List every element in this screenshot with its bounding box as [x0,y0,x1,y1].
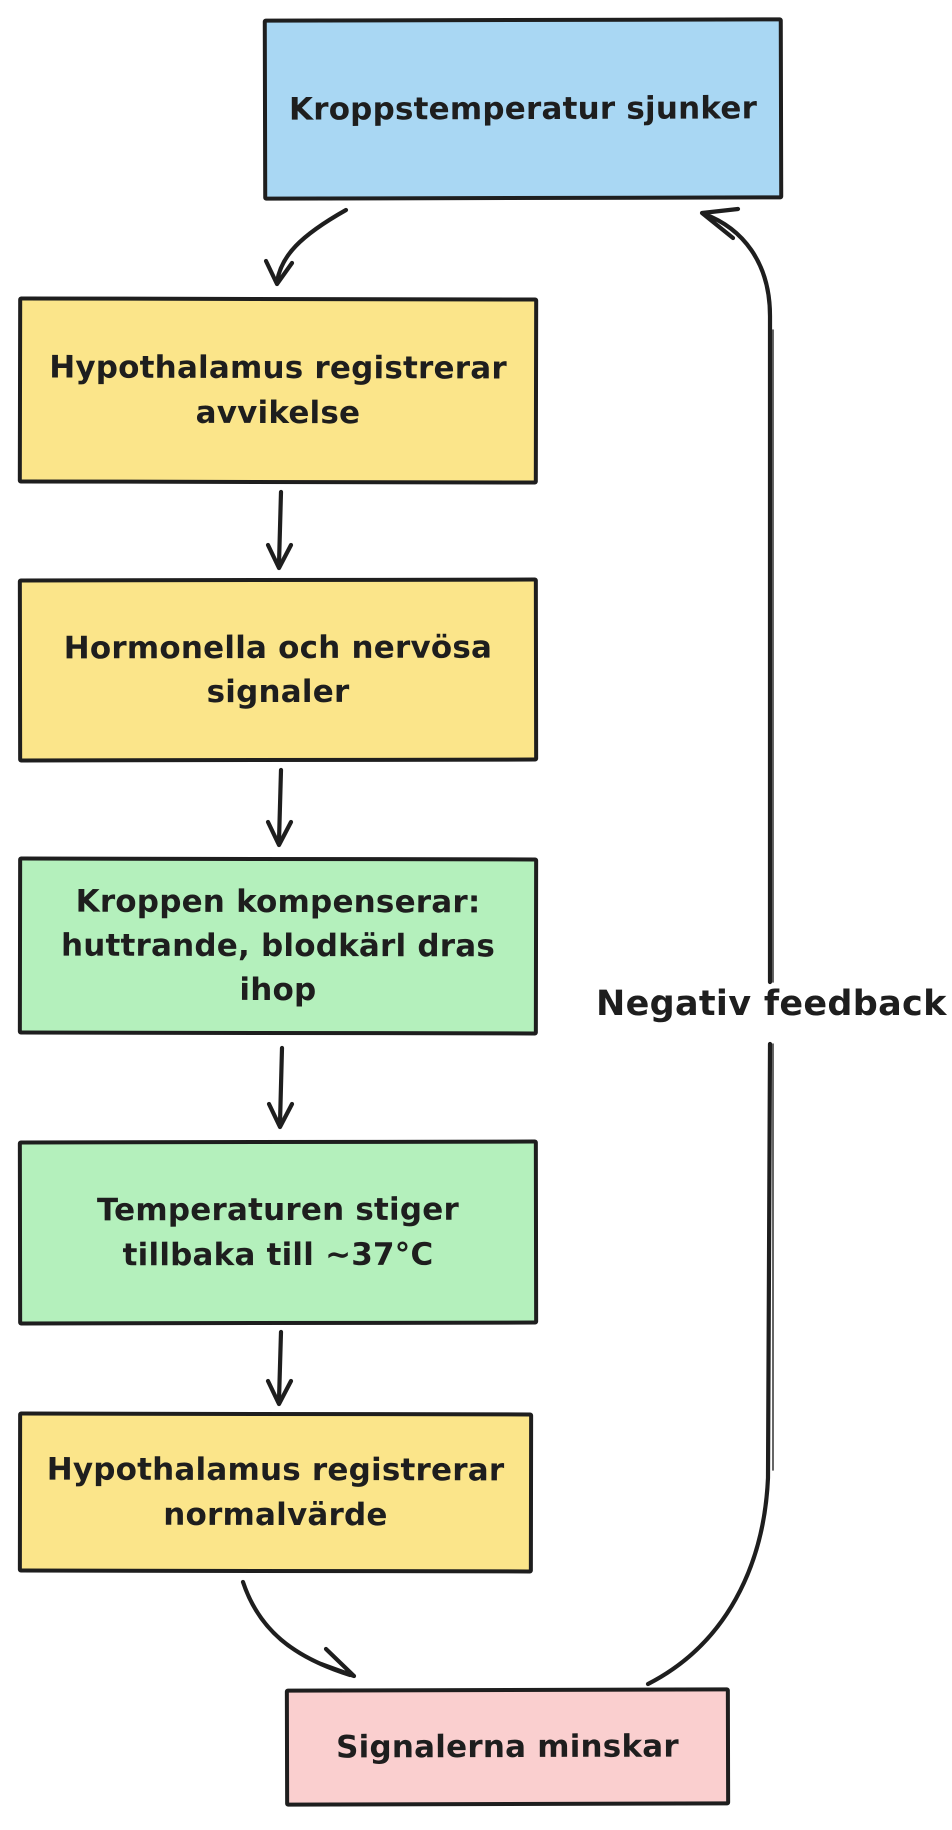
arrow-signaler-to-kompenserar-icon [265,767,294,848]
arrow-avvikelse-to-signaler-icon [265,489,294,571]
arrow-temp-drop-to-hypothalamus-icon [263,207,349,287]
node-label: Kroppen kompenserar: huttrande, blodkärl… [60,883,496,1009]
node-label: Temperaturen stiger tillbaka till ~37°C [96,1192,460,1273]
node-signalerna-minskar: Signalerna minskar [284,1687,731,1807]
node-hypothalamus-registrerar-avvikelse: Hypothalamus registrerar avvikelse [17,296,539,485]
node-label: Hypothalamus registrerar normalvärde [46,1452,505,1533]
node-label: Kroppstemperatur sjunker [288,90,758,128]
node-hormonella-och-nervosa-signaler: Hormonella och nervösa signaler [17,577,539,763]
node-temperaturen-stiger: Temperaturen stiger tillbaka till ~37°C [17,1139,539,1326]
arrow-stiger-to-normalvarde-icon [265,1329,294,1407]
node-hypothalamus-registrerar-normalvarde: Hypothalamus registrerar normalvärde [17,1411,534,1574]
node-label: Signalerna minskar [336,1728,679,1766]
arrow-negativ-feedback-icon [645,206,774,1687]
node-kroppen-kompenserar: Kroppen kompenserar: huttrande, blodkärl… [17,856,539,1036]
node-label: Hypothalamus registrerar avvikelse [49,350,507,431]
arrow-kompenserar-to-stiger-icon [266,1045,295,1130]
negativ-feedback-edge-label: Negativ feedback [596,984,947,1024]
node-label: Hormonella och nervösa signaler [63,629,493,711]
node-kroppstemperatur-sjunker: Kroppstemperatur sjunker [262,17,784,201]
arrow-normalvarde-to-minskar-icon [240,1579,357,1679]
